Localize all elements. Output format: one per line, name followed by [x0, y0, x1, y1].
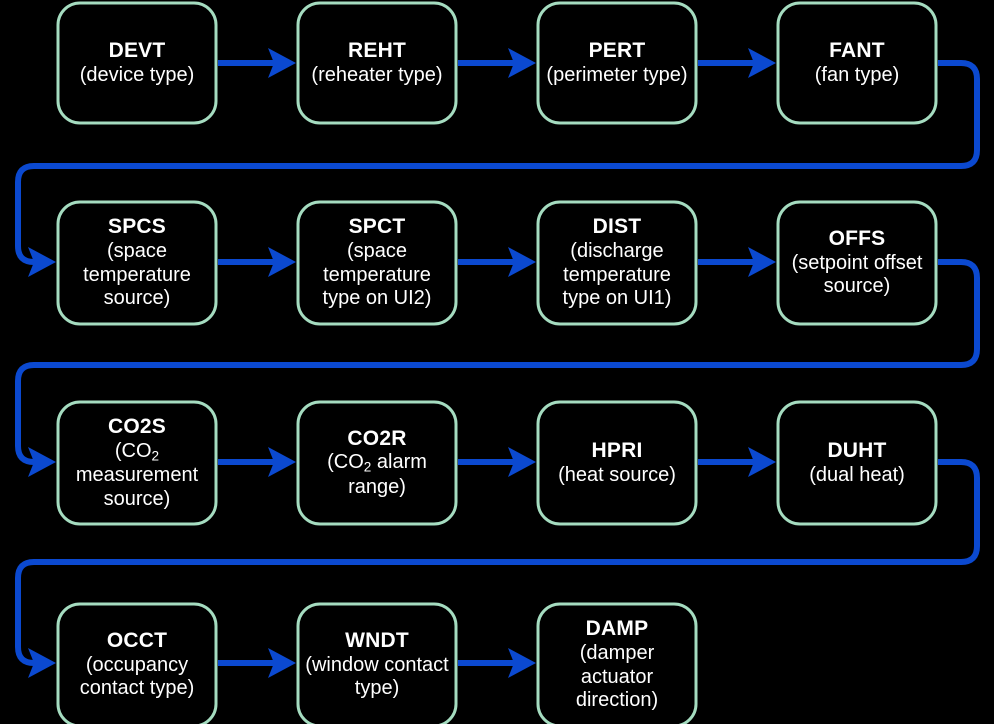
- edge-dist-to-offs: [698, 247, 776, 277]
- edge-wndt-to-damp: [458, 648, 536, 678]
- node-shape-co2s[interactable]: [56, 400, 218, 526]
- edge-spcs-to-spct: [218, 247, 296, 277]
- edge-fant-to-spcs-wrap: [15, 60, 980, 277]
- edge-hpri-to-duht: [698, 447, 776, 477]
- edge-co2s-to-co2r: [218, 447, 296, 477]
- node-shape-wndt[interactable]: [296, 602, 458, 724]
- node-shape-offs[interactable]: [776, 200, 938, 326]
- node-shape-devt[interactable]: [56, 1, 218, 125]
- edge-occt-to-wndt: [218, 648, 296, 678]
- edge-spct-to-dist: [458, 247, 536, 277]
- edge-duht-to-occt-wrap: [15, 459, 980, 678]
- edge-reht-to-pert: [458, 48, 536, 78]
- node-shape-spct[interactable]: [296, 200, 458, 326]
- node-shape-hpri[interactable]: [536, 400, 698, 526]
- node-shape-occt[interactable]: [56, 602, 218, 724]
- node-shape-dist[interactable]: [536, 200, 698, 326]
- edge-pert-to-fant: [698, 48, 776, 78]
- node-shape-spcs[interactable]: [56, 200, 218, 326]
- node-shape-duht[interactable]: [776, 400, 938, 526]
- node-shape-pert[interactable]: [536, 1, 698, 125]
- node-shape-co2r[interactable]: [296, 400, 458, 526]
- node-shape-damp[interactable]: [536, 602, 698, 724]
- node-shape-fant[interactable]: [776, 1, 938, 125]
- node-shape-reht[interactable]: [296, 1, 458, 125]
- edge-offs-to-co2s-wrap: [15, 259, 980, 477]
- edge-co2r-to-hpri: [458, 447, 536, 477]
- edge-devt-to-reht: [218, 48, 296, 78]
